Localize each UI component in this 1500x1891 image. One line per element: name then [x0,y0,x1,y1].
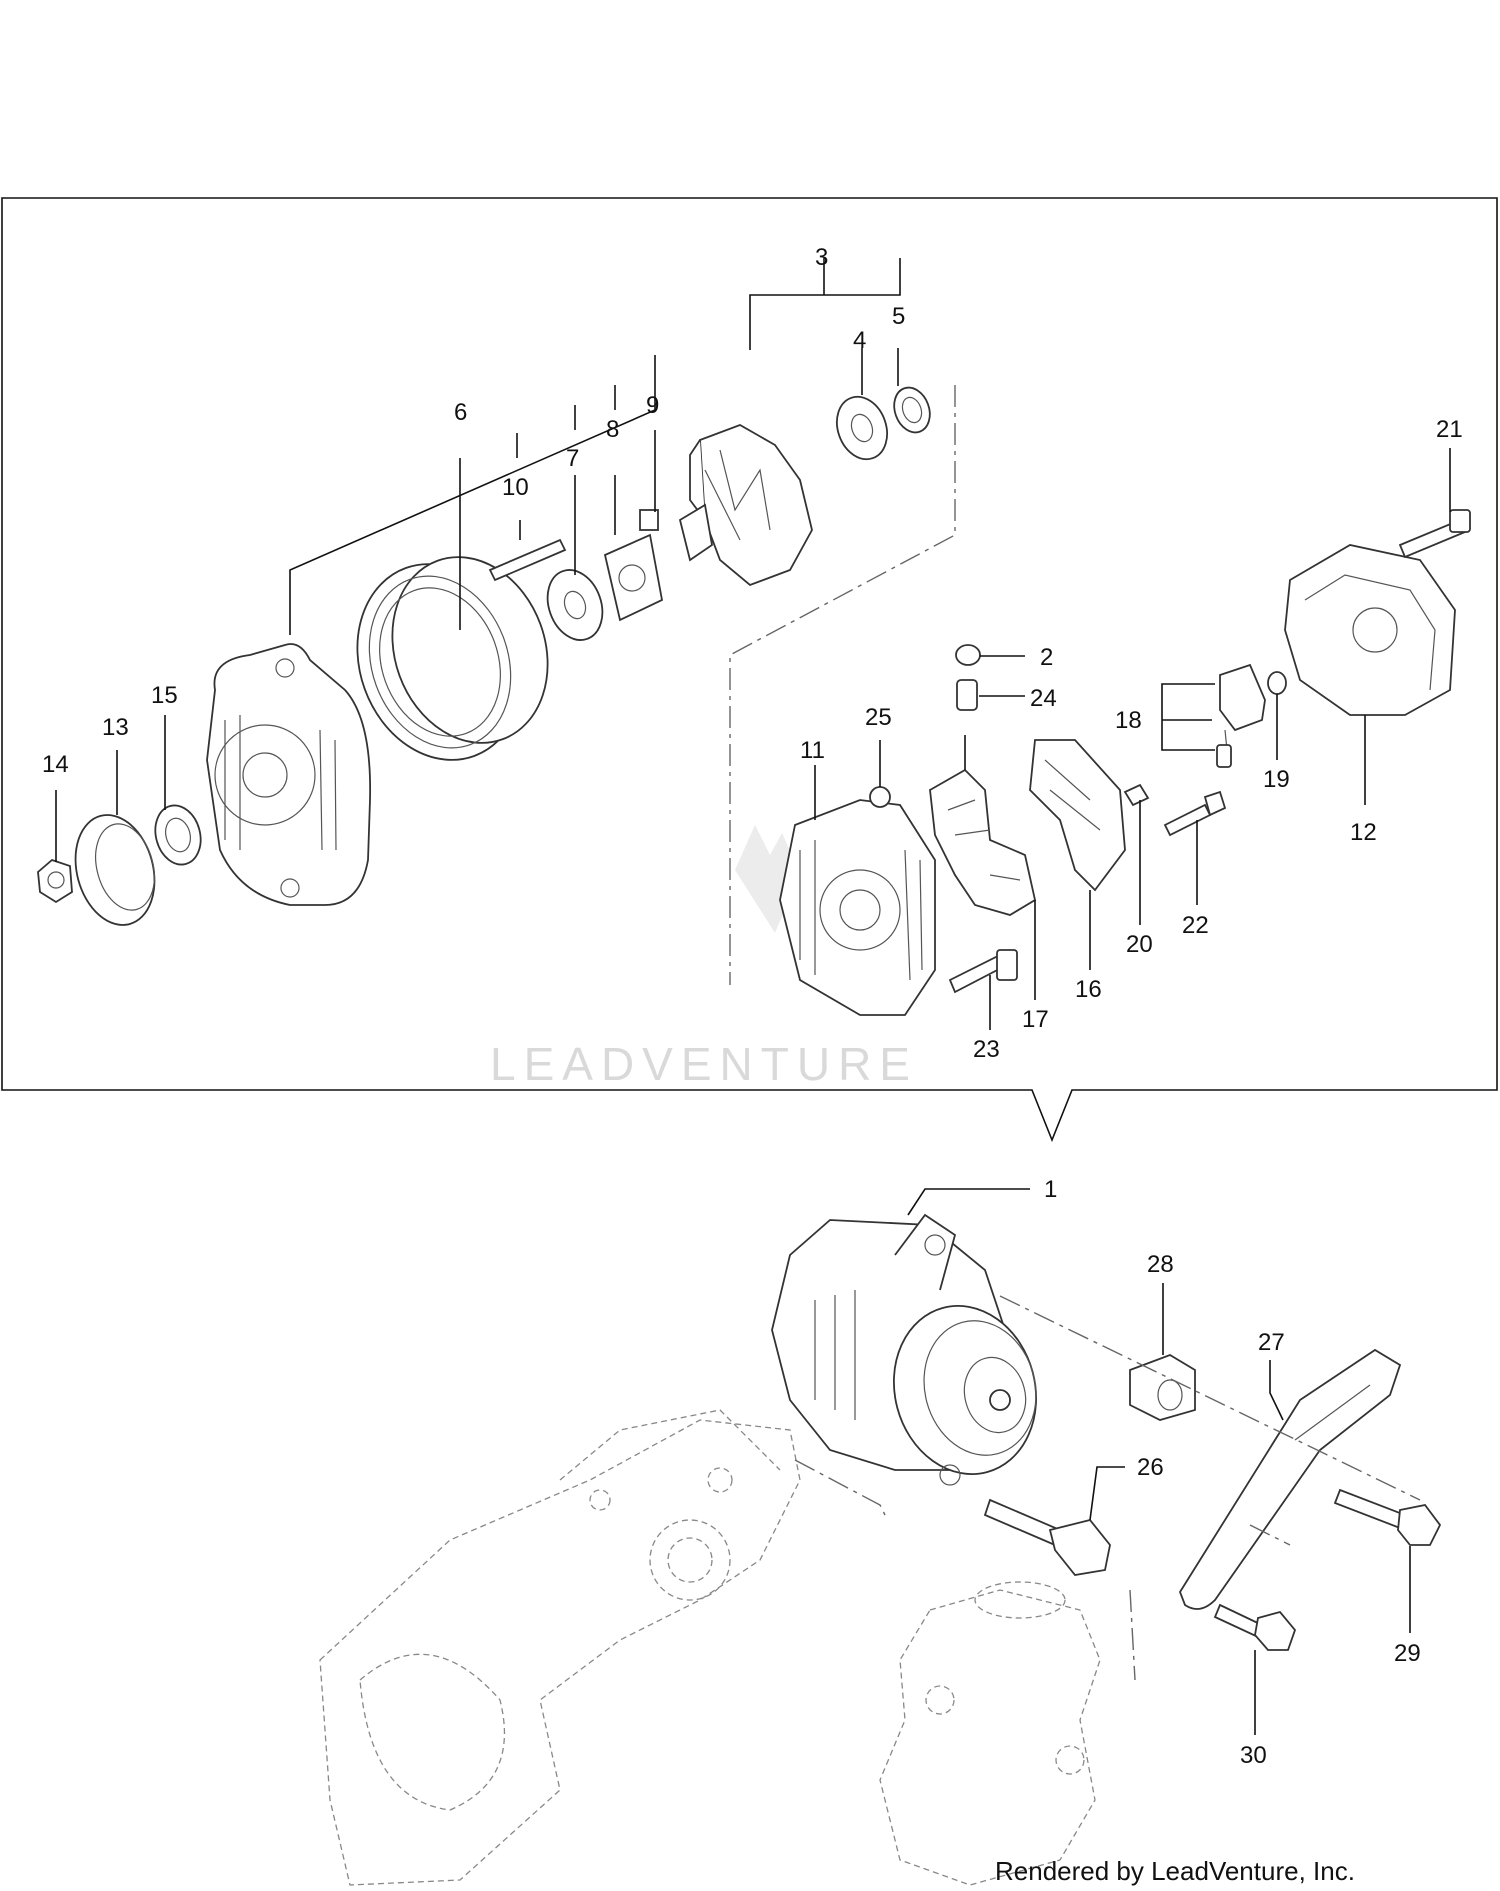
assembly-guide-lower-4 [1249,1524,1291,1546]
retainer-screw [639,509,659,531]
adjusting-bracket [1178,1348,1402,1610]
callout-22: 22 [1182,912,1209,939]
rectifier [929,735,1037,916]
alternator-mounting-bolt [983,1498,1111,1576]
callout-3: 3 [815,244,828,271]
spacer [1129,1354,1196,1421]
pulley-nut [37,858,73,904]
callout-17: 17 [1022,1006,1049,1033]
brush-holder [1219,663,1266,732]
callout-14: 14 [42,751,69,778]
leader-lines-upper [55,258,1451,1030]
callout-28: 28 [1147,1251,1174,1278]
rear-housing [779,799,936,1016]
assembly-guide-lower-3 [1129,1589,1136,1681]
water-pump-outline [879,1581,1101,1886]
regulator-screw [1123,783,1150,807]
callout-21: 21 [1436,416,1463,443]
alternator-assembly [771,1213,1038,1486]
callout-9: 9 [646,392,659,419]
callout-30: 30 [1240,1742,1267,1769]
callout-15: 15 [151,682,178,709]
callout-29: 29 [1394,1640,1421,1667]
rotor-bearing [836,395,888,461]
callout-10: 10 [502,474,529,501]
callout-27: 27 [1258,1329,1285,1356]
callout-13: 13 [102,714,129,741]
brush-holder-screw [1267,671,1287,695]
rotor [678,424,813,587]
callout-numbers: 3 4 5 6 7 8 9 10 14 13 15 21 2 24 25 11 … [42,244,1463,1769]
callout-19: 19 [1263,766,1290,793]
long-screw [1163,803,1212,837]
callout-23: 23 [973,1036,1000,1063]
rear-housing-nut [869,786,891,808]
callout-18: 18 [1115,707,1142,734]
assembly-guide-lower-2 [794,1459,886,1516]
callout-5: 5 [892,303,905,330]
pulley-collar [154,804,202,866]
callout-4: 4 [853,327,866,354]
callout-11: 11 [800,737,825,764]
bracket-lower-bolt [1213,1603,1297,1651]
callout-12: 12 [1350,819,1377,846]
credit-text: Rendered by LeadVenture, Inc. [995,1856,1355,1886]
stud-bolt [488,538,567,582]
callout-24: 24 [1030,685,1057,712]
terminal-insulator [956,679,978,711]
watermark-text: LEADVENTURE [490,1038,918,1090]
callout-6: 6 [454,399,467,426]
rear-cover [1284,544,1456,716]
pulley [74,814,156,926]
assembly-guide-lower-1 [999,1295,1421,1501]
callout-16: 16 [1075,976,1102,1003]
callout-7: 7 [566,445,579,472]
callout-1: 1 [1044,1176,1057,1203]
engine-gear-case-outline [319,1409,801,1886]
regulator [1029,739,1126,892]
callout-20: 20 [1126,931,1153,958]
leader-lines-lower [907,1188,1411,1735]
bearing-cover [893,386,931,434]
stator [356,556,549,761]
retainer-plate [603,533,664,622]
front-housing [206,643,372,906]
terminal-nut [955,644,981,666]
exploded-view-frame [1,197,1498,1143]
callout-2: 2 [1040,644,1053,671]
bracket-bolt [1333,1488,1442,1546]
callout-26: 26 [1137,1454,1164,1481]
assembly-guide-upper [729,385,956,985]
callout-25: 25 [865,704,892,731]
front-bearing [546,569,604,641]
callout-8: 8 [606,416,619,443]
